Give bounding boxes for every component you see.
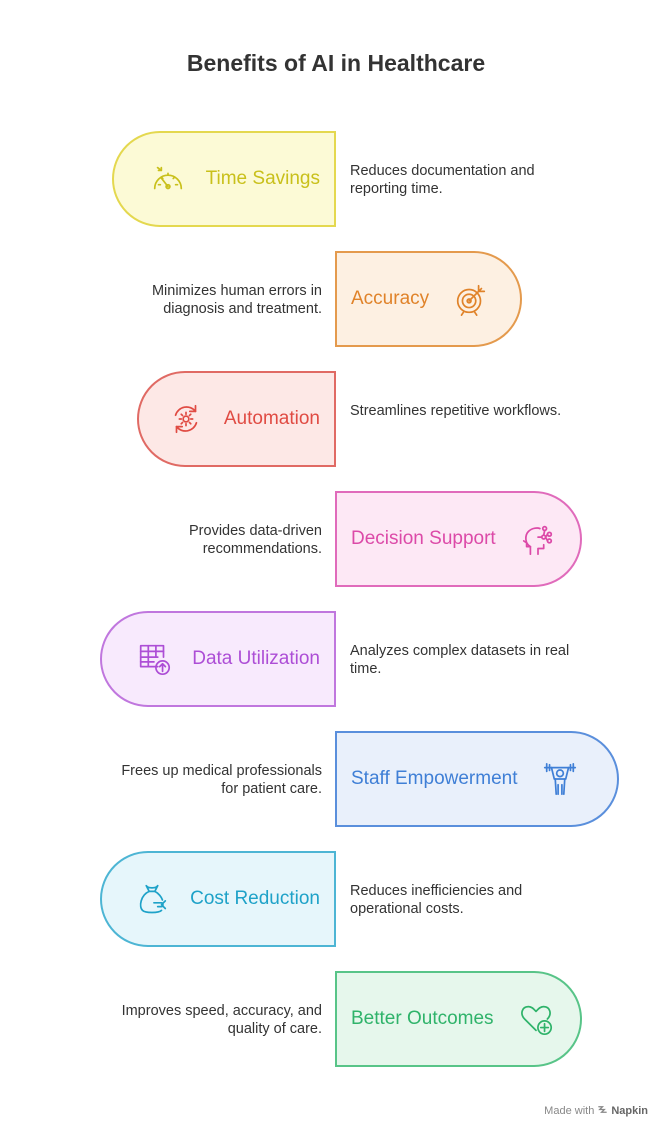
- benefit-description: Improves speed, accuracy, and quality of…: [121, 1003, 322, 1037]
- benefit-label: Data Utilization: [192, 648, 320, 669]
- napkin-watermark: Made with Napkin: [544, 1104, 648, 1118]
- footer-prefix: Made with: [544, 1105, 595, 1117]
- head-network-icon: [518, 519, 558, 559]
- gear-cycle-icon: [166, 399, 206, 439]
- heart-plus-icon: [516, 999, 556, 1039]
- benefit-description: Frees up medical professionals for patie…: [121, 763, 322, 797]
- benefit-description: Provides data-driven recommendations.: [189, 523, 322, 557]
- benefit-label: Automation: [223, 408, 320, 429]
- benefit-label: Decision Support: [351, 528, 496, 549]
- table-upload-icon: [134, 639, 174, 679]
- weightlifter-icon: [540, 759, 580, 799]
- benefit-pill-accuracy: Accuracy: [335, 251, 522, 347]
- page-title: Benefits of AI in Healthcare: [186, 50, 486, 76]
- benefit-pill-time-savings: Time Savings: [112, 131, 336, 227]
- benefit-label: Better Outcomes: [351, 1008, 494, 1029]
- benefit-description: Reduces inefficiencies and operational c…: [350, 883, 523, 917]
- benefit-pill-data-utilization: Data Utilization: [100, 611, 336, 707]
- benefit-pill-decision-support: Decision Support: [335, 491, 582, 587]
- benefit-description: Analyzes complex datasets in real time.: [350, 643, 570, 677]
- target-arrow-icon: [451, 279, 491, 319]
- benefit-label: Time Savings: [205, 168, 320, 189]
- benefit-description: Streamlines repetitive workflows.: [350, 403, 562, 419]
- benefit-description: Reduces documentation and reporting time…: [350, 163, 535, 197]
- benefit-label: Accuracy: [351, 288, 430, 309]
- speedometer-icon: [148, 159, 188, 199]
- benefit-pill-staff-empowerment: Staff Empowerment: [335, 731, 619, 827]
- benefit-label: Staff Empowerment: [351, 768, 518, 789]
- benefit-pill-automation: Automation: [137, 371, 336, 467]
- benefit-label: Cost Reduction: [190, 888, 320, 909]
- benefit-pill-better-outcomes: Better Outcomes: [335, 971, 582, 1067]
- footer-brand: Napkin: [611, 1105, 648, 1117]
- benefit-description: Minimizes human errors in diagnosis and …: [151, 283, 322, 317]
- napkin-logo-icon: [597, 1104, 608, 1118]
- benefit-pill-cost-reduction: Cost Reduction: [100, 851, 336, 947]
- money-bag-icon: [132, 879, 172, 919]
